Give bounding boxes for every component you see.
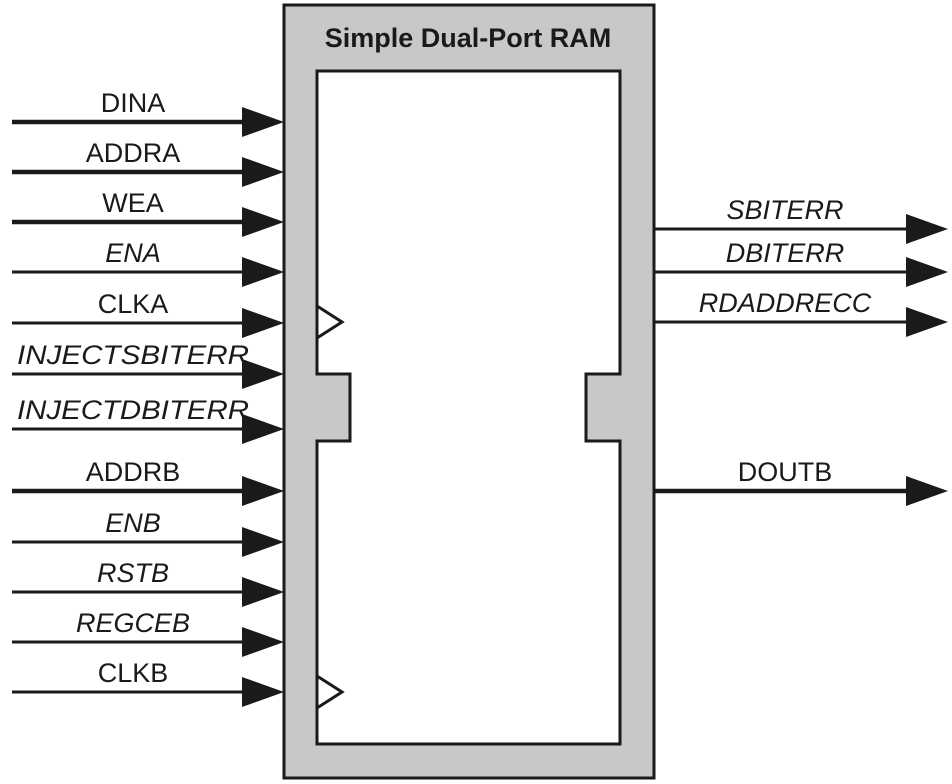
port-ena: ENA [12,238,284,287]
sbiterr-label: SBITERR [726,195,843,225]
port-clka: CLKA [12,289,284,338]
block-title: Simple Dual-Port RAM [325,23,612,53]
doutb-arrow-icon [906,476,948,506]
injectsbiterr-arrow-icon [242,359,284,389]
ena-arrow-icon [242,257,284,287]
rdaddrecc-label: RDADDRECC [699,288,872,318]
port-regceb: REGCEB [12,608,284,657]
injectdbiterr-arrow-icon [242,414,284,444]
wea-label: WEA [102,188,164,218]
addra-arrow-icon [242,157,284,187]
sbiterr-arrow-icon [906,214,948,244]
regceb-label: REGCEB [76,608,190,638]
wea-arrow-icon [242,207,284,237]
port-addra: ADDRA [12,138,284,187]
port-addrb: ADDRB [12,457,284,506]
addra-label: ADDRA [86,138,181,168]
port-wea: WEA [12,188,284,237]
dbiterr-label: DBITERR [726,238,845,268]
clkb-label: CLKB [98,658,169,688]
port-rstb: RSTB [12,558,284,607]
dbiterr-arrow-icon [906,257,948,287]
input-ports: DINA ADDRA WEA ENA CLKA INJECTSBITERR INJECTDB… [12,88,284,707]
clkb-arrow-icon [242,677,284,707]
addrb-label: ADDRB [86,457,181,487]
injectsbiterr-label: INJECTSBITERR [17,340,249,370]
addrb-arrow-icon [242,476,284,506]
port-injectsbiterr: INJECTSBITERR [12,340,284,389]
clka-clock-triangle-icon [316,304,345,340]
port-injectdbiterr: INJECTDBITERR [12,395,284,444]
doutb-label: DOUTB [738,457,833,487]
injectdbiterr-label: INJECTDBITERR [17,395,249,425]
port-clkb: CLKB [12,658,284,707]
clka-label: CLKA [98,289,169,319]
port-doutb: DOUTB [654,457,948,506]
regceb-arrow-icon [242,627,284,657]
clkb-clock-triangle-icon [316,674,345,710]
dina-arrow-icon [242,107,284,137]
port-rdaddrecc: RDADDRECC [654,288,948,337]
rstb-label: RSTB [97,558,169,588]
ena-label: ENA [105,238,161,268]
rstb-arrow-icon [242,577,284,607]
output-ports: SBITERR DBITERR RDADDRECC DOUTB [654,195,948,506]
ram-inner-body [315,69,622,746]
port-enb: ENB [12,508,284,557]
port-dina: DINA [12,88,284,137]
clka-arrow-icon [242,308,284,338]
enb-label: ENB [105,508,161,538]
rdaddrecc-arrow-icon [906,307,948,337]
dina-label: DINA [101,88,166,118]
enb-arrow-icon [242,527,284,557]
port-dbiterr: DBITERR [654,238,948,287]
port-sbiterr: SBITERR [654,195,948,244]
